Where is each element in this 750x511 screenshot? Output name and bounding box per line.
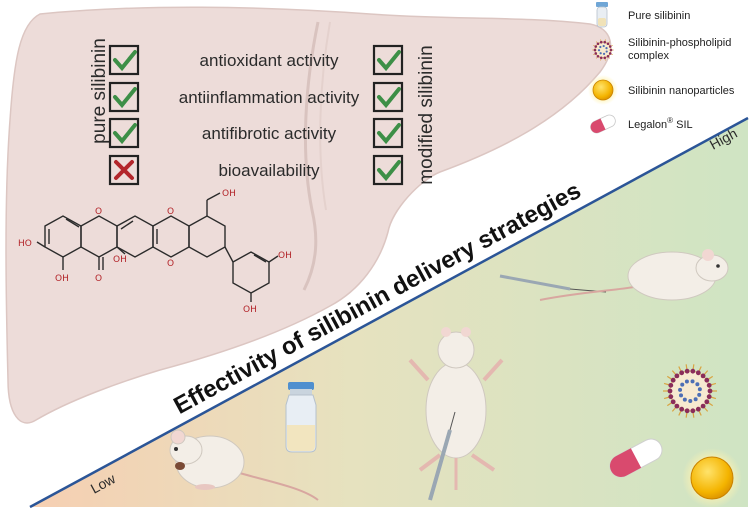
mouse-supine-illustration <box>408 327 504 501</box>
capsule-icon <box>590 114 616 134</box>
pure-status-3 <box>108 154 140 186</box>
legend-label-nano: Silibinin nanoparticles <box>628 85 735 97</box>
chem-oh-b: OH <box>55 274 69 284</box>
activity-label-2: antifibrotic activity <box>202 124 337 143</box>
triangle-edge <box>29 116 749 509</box>
chem-o-a: O <box>95 274 102 284</box>
vial-icon <box>596 2 608 28</box>
chem-ho-a: HO <box>18 239 32 249</box>
silibinin-structure <box>36 192 279 302</box>
pure-status-1 <box>108 81 140 113</box>
pure-silibinin-label: pure silibinin <box>89 38 110 144</box>
legend-label-phospholipid: Silibinin-phospholipid <box>628 37 731 49</box>
nanoparticle-icon <box>592 79 614 101</box>
check-icon <box>113 50 137 72</box>
phospholipid-complex-icon <box>592 39 614 61</box>
nanoparticle-illustration <box>690 456 734 500</box>
activity-label-0: antioxidant activity <box>200 51 339 70</box>
capsule-illustration <box>609 438 663 478</box>
activity-label-1: antiinflammation activity <box>179 88 360 107</box>
legend: Pure silibinin Silibinin-phospholipid co… <box>588 2 735 134</box>
check-icon <box>377 50 401 72</box>
legend-label-pure: Pure silibinin <box>628 10 690 22</box>
activity-table: antioxidant activity antiinflammation act… <box>108 44 404 186</box>
modified-status-2 <box>372 117 404 149</box>
activity-label-3: bioavailability <box>218 161 320 180</box>
liver-shape <box>5 6 612 424</box>
modified-status-1 <box>372 81 404 113</box>
pure-status-2 <box>108 117 140 149</box>
chem-o-ring: O <box>95 207 102 217</box>
modified-status-3 <box>372 154 404 186</box>
legend-label-phospholipid-2: complex <box>628 50 669 62</box>
chem-o-b: O <box>167 207 174 217</box>
mouse-sitting-illustration <box>169 429 319 501</box>
chem-oh-c: OH <box>113 255 127 265</box>
phospholipid-complex-illustration <box>663 364 717 418</box>
legend-label-legalon: Legalon® SIL <box>628 116 693 131</box>
check-icon <box>377 123 401 145</box>
chem-oh-f: OH <box>243 305 257 315</box>
check-icon <box>377 87 401 109</box>
chem-oh-e: OH <box>278 251 292 261</box>
modified-status-0 <box>372 44 404 76</box>
liver-lobe-line-2 <box>319 21 331 211</box>
modified-silibinin-label: modified silibinin <box>416 45 437 184</box>
check-icon <box>377 160 401 182</box>
check-icon <box>113 87 137 109</box>
liver-lobe-line <box>302 21 320 291</box>
chem-o-c: O <box>167 259 174 269</box>
vial-illustration <box>285 382 317 453</box>
cross-icon <box>114 160 134 180</box>
chem-oh-d: OH <box>222 189 236 199</box>
check-icon <box>113 123 137 145</box>
pure-status-0 <box>108 44 140 76</box>
mouse-tail-injection-illustration <box>499 249 729 301</box>
